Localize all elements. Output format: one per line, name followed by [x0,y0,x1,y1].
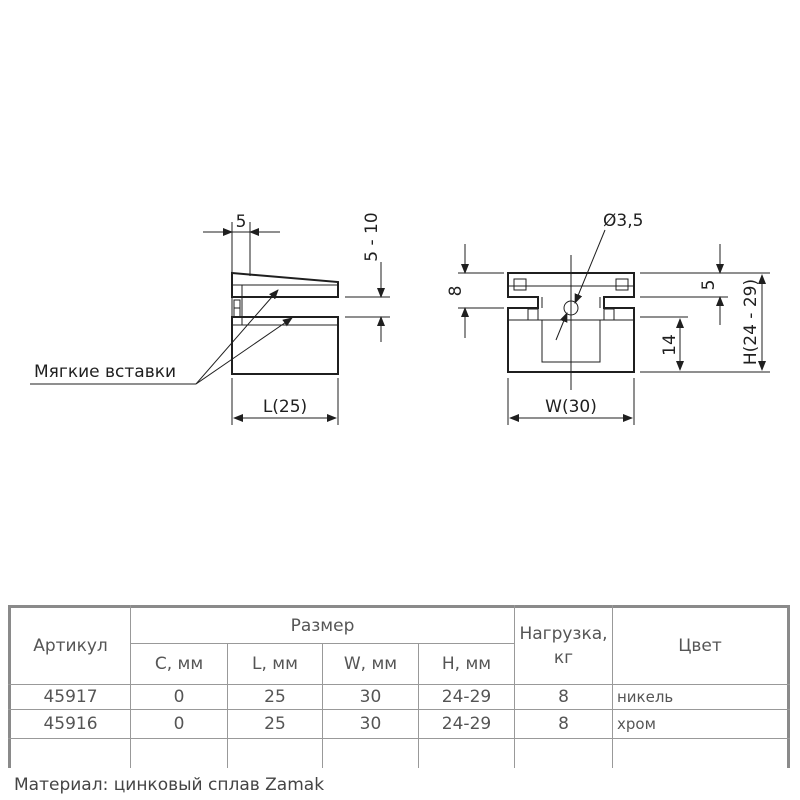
dim-inner-label: 14 [660,334,680,356]
front-view: Ø3,5 8 5 14 H(24 - 29) W(30) [446,211,770,425]
cell-load: 8 [558,687,569,707]
dim-left-label: 8 [446,286,466,297]
side-view: 5 5 - 10 Мягкие вставки L(25) [30,212,390,425]
dim-length-label: L(25) [263,397,307,417]
cell-h: 24-29 [441,714,492,734]
cell-l: 25 [264,714,286,734]
dim-vertical-label: 5 - 10 [362,212,382,261]
header-load: Нагрузка, кг [519,624,608,668]
soft-insert-upper [233,299,241,309]
cell-w: 30 [359,687,382,707]
front-view-outline [507,272,635,373]
subheader-h: H, мм [441,654,492,674]
cell-h: 24-29 [441,687,492,707]
subheader-l: L, мм [252,654,298,674]
hole-diameter-label: Ø3,5 [603,211,643,231]
spec-table: Артикул Размер Нагрузка, кг Цвет C, мм L… [0,605,790,768]
soft-insert-lower [233,307,241,318]
cell-color: никель [617,688,674,706]
header-color: Цвет [678,636,722,656]
technical-drawing: 5 5 - 10 Мягкие вставки L(25) [30,211,770,425]
cell-l: 25 [264,687,286,707]
cell-color: хром [617,715,656,733]
soft-inserts-label: Мягкие вставки [34,362,176,382]
cell-c: 0 [173,714,185,734]
cell-article: 45916 [43,714,98,734]
dim-width-label: W(30) [545,397,597,417]
cell-article: 45917 [43,687,98,707]
cell-load: 8 [558,714,569,734]
cell-w: 30 [359,714,382,734]
side-view-spine [231,284,243,326]
subheader-c: C, мм [154,654,204,674]
subheader-w: W, мм [343,654,398,674]
header-size: Размер [290,615,355,636]
side-view-lower-block [231,316,339,375]
header-article: Артикул [33,636,108,656]
cell-c: 0 [173,687,185,707]
material-note: Материал: цинковый сплав Zamak [14,775,325,795]
dim-top-label: 5 [236,212,247,232]
dim-right-small-label: 5 [699,280,719,291]
dim-height-label: H(24 - 29) [741,279,761,365]
